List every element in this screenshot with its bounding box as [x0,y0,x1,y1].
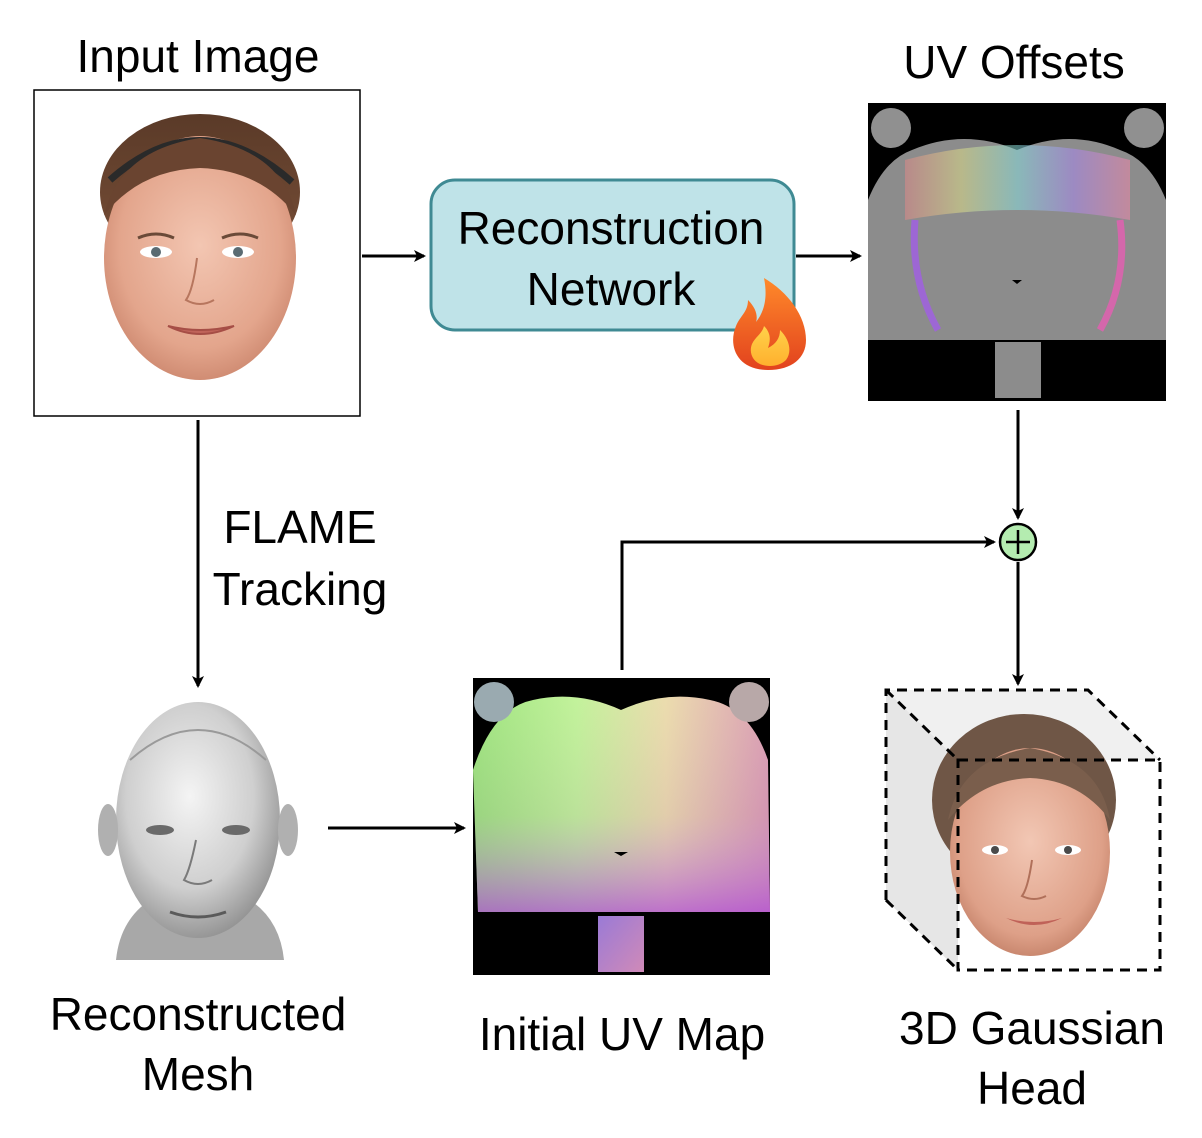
initial-uv-map [473,678,770,975]
flame-tracking-label-line1: FLAME [223,501,376,553]
gaussian-head-face [932,714,1116,956]
reconstruction-network-box: Reconstruction Network [429,178,796,332]
fire-icon [733,278,806,370]
arrow-uvmap-to-plus [620,536,996,670]
input-image-label: Input Image [77,30,320,82]
initial-uv-label: Initial UV Map [479,1008,765,1060]
gaussian-head-cube [884,688,1162,972]
input-image-panel [33,89,361,417]
uv-offsets-map [868,103,1166,401]
uv-offsets-label: UV Offsets [903,36,1125,88]
network-label-line2: Network [527,263,697,315]
reconstructed-mesh-image [98,702,298,960]
plus-circle-icon [998,522,1038,562]
mesh-label-line1: Reconstructed [50,988,347,1040]
mesh-label-line2: Mesh [142,1048,254,1100]
input-face-photo [100,114,300,380]
network-label-line1: Reconstruction [458,202,765,254]
gaussian-head-label-line2: Head [977,1062,1087,1114]
flame-tracking-label-line2: Tracking [213,563,388,615]
gaussian-head-label-line1: 3D Gaussian [899,1002,1165,1054]
